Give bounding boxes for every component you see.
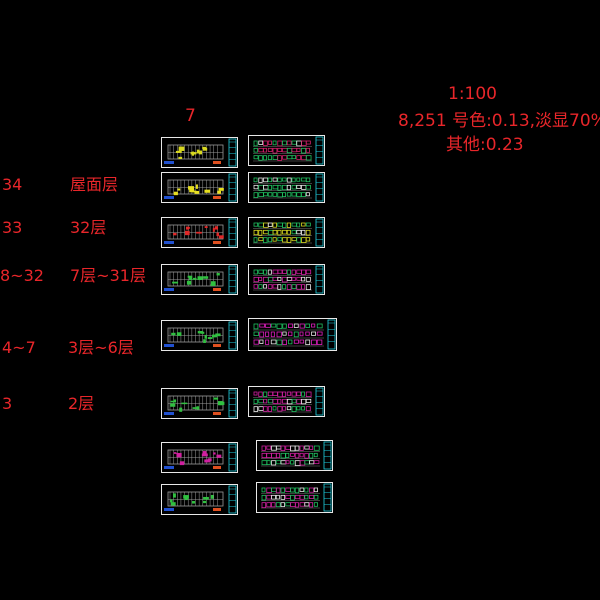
sheet-drawing (253, 173, 324, 202)
column-marker: 7 (185, 106, 196, 126)
sheet-drawing (164, 173, 237, 202)
title-block (323, 483, 332, 512)
level-name: 2层 (68, 394, 95, 413)
scale-note: 1:100 (448, 84, 497, 104)
drawing-sheet[interactable] (256, 482, 333, 513)
title-block (228, 389, 237, 418)
title-block (315, 173, 324, 202)
pen-note: 8,251 号色:0.13,淡显70% (398, 111, 600, 131)
level-number: 34 (2, 175, 23, 194)
title-block (228, 138, 237, 167)
sheet-drawing (253, 136, 324, 165)
level-name: 7层~31层 (70, 266, 146, 285)
sheet-drawing (164, 443, 237, 472)
sheet-drawing (164, 485, 237, 514)
drawing-sheet[interactable] (161, 264, 238, 295)
title-block (228, 173, 237, 202)
drawing-sheet[interactable] (161, 484, 238, 515)
level-name: 3层~6层 (68, 338, 134, 357)
drawing-sheet[interactable] (161, 442, 238, 473)
drawing-sheet[interactable] (161, 320, 238, 351)
title-block (228, 265, 237, 294)
title-block (315, 136, 324, 165)
level-name: 32层 (70, 218, 107, 237)
sheet-drawing (261, 441, 332, 470)
title-block (327, 319, 336, 350)
drawing-sheet[interactable] (161, 388, 238, 419)
other-note: 其他:0.23 (446, 135, 524, 155)
drawing-sheet[interactable] (248, 386, 325, 417)
title-block (228, 485, 237, 514)
sheet-drawing (164, 265, 237, 294)
drawing-sheet[interactable] (248, 172, 325, 203)
title-block (228, 218, 237, 247)
sheet-drawing (164, 138, 237, 167)
sheet-drawing (253, 387, 324, 416)
title-block (315, 218, 324, 247)
level-name: 屋面层 (70, 175, 119, 194)
sheet-drawing (253, 265, 324, 294)
sheet-drawing (164, 389, 237, 418)
sheet-drawing (253, 319, 336, 350)
title-block (228, 321, 237, 350)
drawing-sheet[interactable] (248, 135, 325, 166)
drawing-sheet[interactable] (161, 217, 238, 248)
title-block (315, 265, 324, 294)
level-number: 8~32 (0, 266, 44, 285)
drawing-sheet[interactable] (248, 318, 337, 351)
drawing-sheet[interactable] (161, 137, 238, 168)
level-number: 4~7 (2, 338, 36, 357)
sheet-drawing (164, 321, 237, 350)
title-block (228, 443, 237, 472)
drawing-sheet[interactable] (256, 440, 333, 471)
drawing-sheet[interactable] (161, 172, 238, 203)
sheet-drawing (253, 218, 324, 247)
drawing-sheet[interactable] (248, 264, 325, 295)
level-number: 3 (2, 394, 13, 413)
drawing-sheet[interactable] (248, 217, 325, 248)
sheet-drawing (261, 483, 332, 512)
sheet-drawing (164, 218, 237, 247)
title-block (315, 387, 324, 416)
level-number: 33 (2, 218, 23, 237)
title-block (323, 441, 332, 470)
